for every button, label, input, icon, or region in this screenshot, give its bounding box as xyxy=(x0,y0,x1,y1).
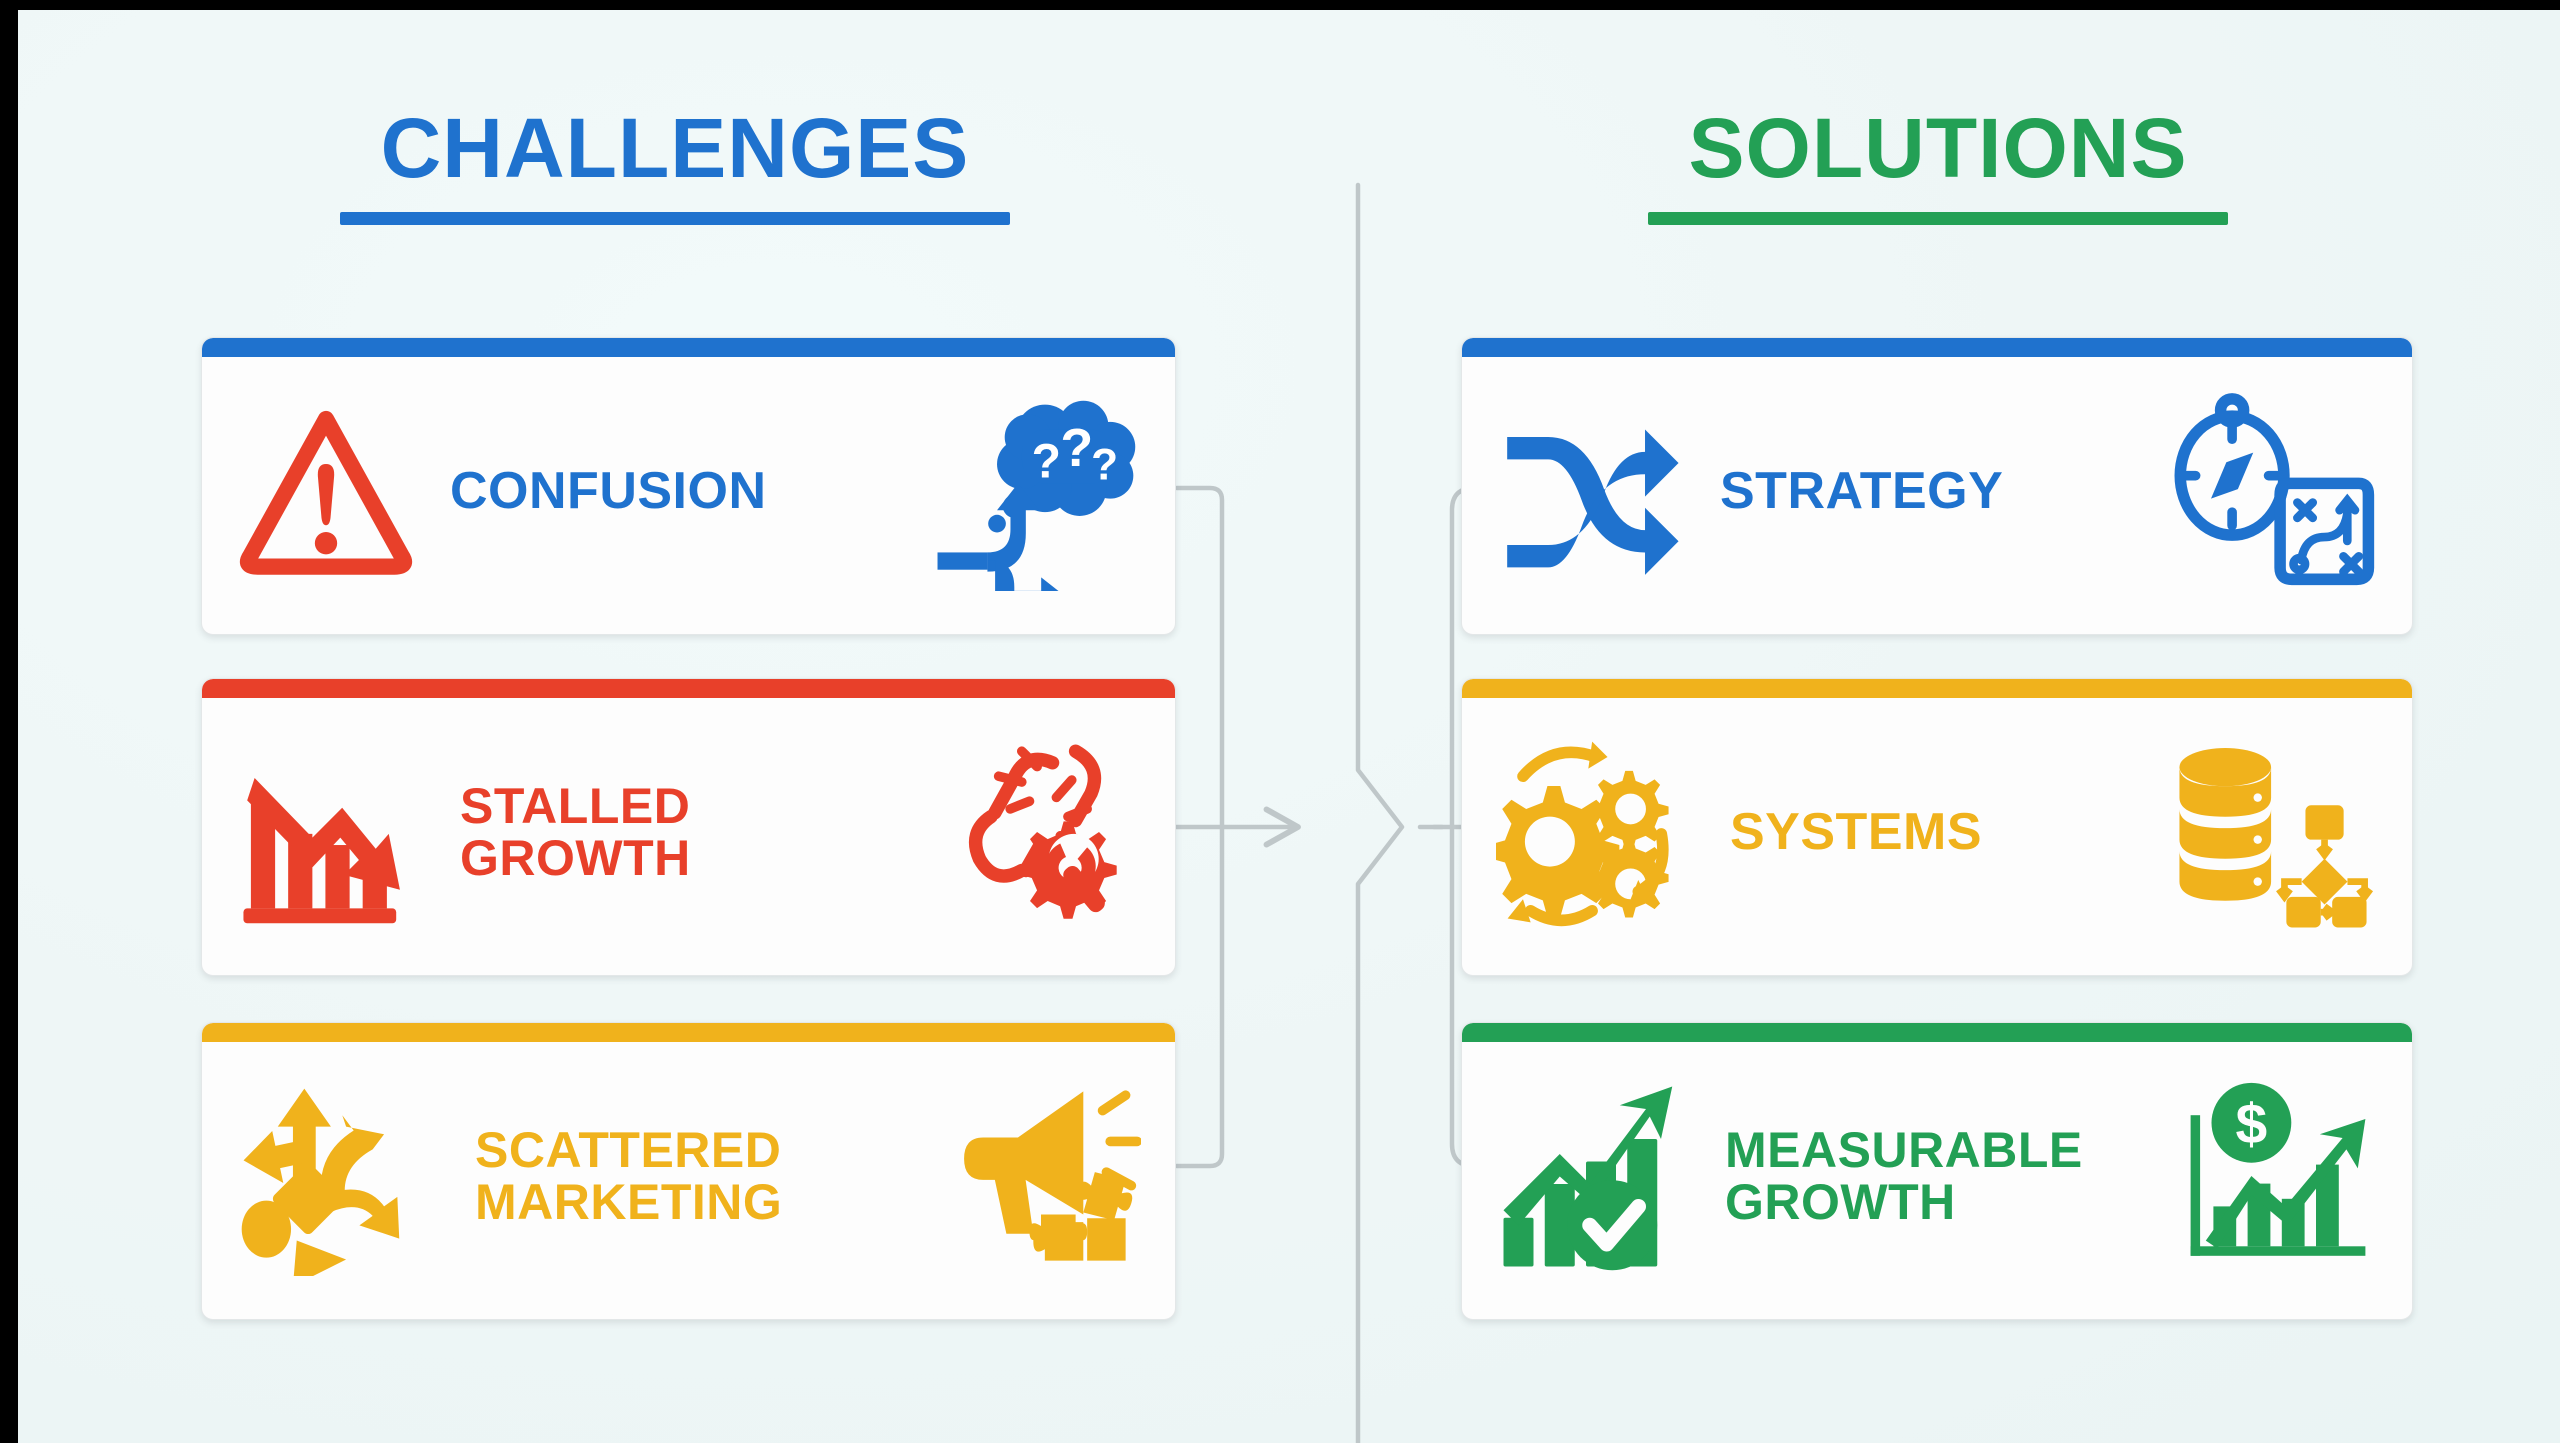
challenge-card-scattered-marketing[interactable]: SCATTERED MARKETING xyxy=(201,1022,1176,1320)
challenge-card-confusion[interactable]: CONFUSION ? ? ? xyxy=(201,337,1176,635)
card-accent-bar xyxy=(202,1023,1175,1042)
flowchart-icon xyxy=(2286,805,2367,928)
question-thought-bubble-icon: ? ? ? xyxy=(926,391,1141,591)
solution-card-strategy[interactable]: STRATEGY xyxy=(1461,337,2413,635)
gears-cycle-icon xyxy=(1496,734,1696,930)
card-accent-bar xyxy=(1462,679,2412,698)
megaphone-icon xyxy=(941,1076,1141,1276)
card-label-line-1: STALLED xyxy=(460,777,691,834)
forked-arrow-icon xyxy=(937,483,1059,591)
card-accent-bar xyxy=(202,679,1175,698)
svg-text:$: $ xyxy=(2236,1093,2268,1157)
database-icon xyxy=(2168,732,2378,932)
card-accent-bar xyxy=(202,338,1175,357)
vertical-chevron-divider xyxy=(1355,182,1405,1443)
svg-text:?: ? xyxy=(1091,440,1118,489)
card-accent-bar xyxy=(1462,338,2412,357)
dollar-coin-icon: $ xyxy=(2178,1081,2378,1271)
solutions-underline xyxy=(1648,212,2228,225)
challenge-card-stalled-growth[interactable]: STALLED GROWTH xyxy=(201,678,1176,976)
warning-triangle-icon xyxy=(236,402,416,580)
card-label-line-1: MEASURABLE xyxy=(1725,1121,2083,1178)
revenue-chart-icon xyxy=(2190,1115,2366,1256)
broken-chain-icon xyxy=(941,732,1141,932)
solutions-heading: SOLUTIONS xyxy=(1648,106,2228,225)
tactics-board-icon xyxy=(2274,477,2375,586)
card-label: SCATTERED MARKETING xyxy=(451,1121,931,1230)
svg-text:?: ? xyxy=(1032,436,1061,489)
card-label-line-2: GROWTH xyxy=(460,830,691,886)
challenges-heading: CHALLENGES xyxy=(340,106,1010,225)
card-label: STRATEGY xyxy=(1720,461,2004,520)
card-accent-bar xyxy=(1462,1023,2412,1042)
left-merge-bracket xyxy=(1174,485,1225,1169)
shuffle-arrows-icon xyxy=(1496,396,1686,586)
compass-icon xyxy=(2163,391,2378,591)
challenges-underline xyxy=(340,212,1010,225)
gear-wrench-icon xyxy=(1019,821,1117,919)
infographic-canvas: CHALLENGES SOLUTIONS xyxy=(18,10,2560,1443)
card-label: STALLED GROWTH xyxy=(436,777,931,886)
svg-text:?: ? xyxy=(1060,418,1093,478)
card-label: CONFUSION xyxy=(450,461,767,520)
challenges-title: CHALLENGES xyxy=(380,101,970,195)
solutions-title: SOLUTIONS xyxy=(1688,101,2188,195)
puzzle-pieces-icon xyxy=(1029,1172,1133,1261)
card-label-line-1: SCATTERED xyxy=(475,1121,782,1178)
card-label: SYSTEMS xyxy=(1730,802,1982,861)
declining-bar-chart-icon xyxy=(236,737,426,927)
solution-card-measurable-growth[interactable]: MEASURABLE GROWTH $ xyxy=(1461,1022,2413,1320)
growth-chart-check-icon xyxy=(1496,1079,1691,1274)
card-label: MEASURABLE GROWTH xyxy=(1701,1121,2168,1230)
card-label-line-2: GROWTH xyxy=(1725,1174,1956,1230)
card-label-line-2: MARKETING xyxy=(475,1174,783,1230)
scattered-arrows-icon xyxy=(236,1076,441,1276)
solution-card-systems[interactable]: SYSTEMS xyxy=(1461,678,2413,976)
